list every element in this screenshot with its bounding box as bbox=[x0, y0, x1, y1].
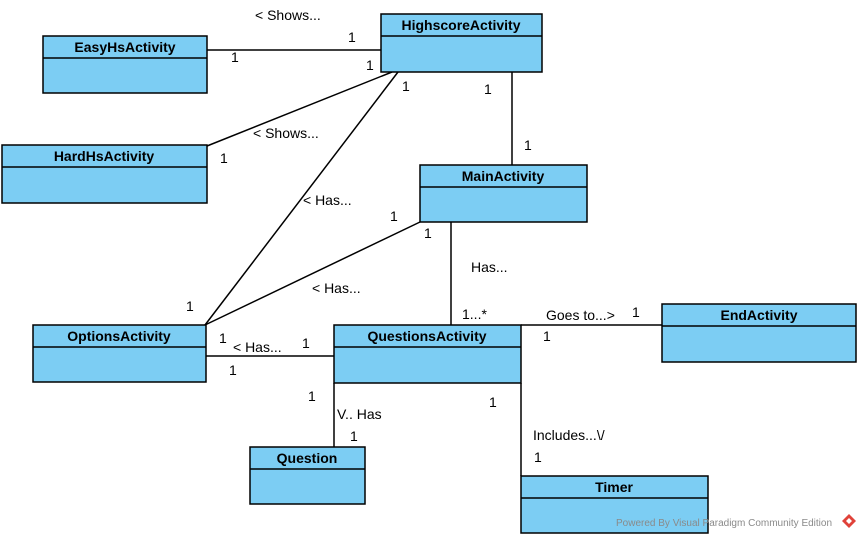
multiplicity: 1 bbox=[308, 388, 316, 404]
multiplicity: 1 bbox=[632, 304, 640, 320]
class-name: MainActivity bbox=[462, 168, 545, 184]
class-name: EasyHsActivity bbox=[74, 39, 175, 55]
multiplicity: 1 bbox=[302, 335, 310, 351]
assoc-options-highscore[interactable] bbox=[204, 71, 399, 326]
multiplicity: 1 bbox=[484, 81, 492, 97]
multiplicity: 1 bbox=[524, 137, 532, 153]
class-name: Timer bbox=[595, 479, 633, 495]
multiplicity: 1 bbox=[350, 428, 358, 444]
class-end-activity[interactable]: EndActivity bbox=[661, 303, 857, 363]
class-main-activity[interactable]: MainActivity bbox=[419, 164, 588, 223]
class-questions-activity[interactable]: QuestionsActivity bbox=[333, 324, 522, 384]
association-lines bbox=[204, 49, 662, 476]
label-shows-hard: < Shows... bbox=[253, 125, 319, 141]
multiplicity: 1 bbox=[534, 449, 542, 465]
label-goes-to: Goes to...> bbox=[546, 307, 615, 323]
class-question[interactable]: Question bbox=[249, 446, 366, 505]
label-has-options-questions: < Has... bbox=[233, 339, 282, 355]
multiplicity: 1 bbox=[220, 150, 228, 166]
class-timer[interactable]: Timer bbox=[520, 475, 709, 534]
class-name: Question bbox=[277, 450, 338, 466]
visual-paradigm-logo-icon bbox=[842, 514, 856, 528]
multiplicity: 1 bbox=[229, 362, 237, 378]
label-includes: Includes...\/ bbox=[533, 427, 605, 443]
class-name: QuestionsActivity bbox=[367, 328, 486, 344]
multiplicity: 1...* bbox=[462, 306, 487, 322]
label-has-question: V.. Has bbox=[337, 406, 382, 422]
label-has-main-questions: Has... bbox=[471, 259, 508, 275]
multiplicity: 1 bbox=[219, 330, 227, 346]
assoc-options-main[interactable] bbox=[204, 221, 421, 326]
class-easyhs-activity[interactable]: EasyHsActivity bbox=[42, 35, 208, 94]
multiplicity: 1 bbox=[424, 225, 432, 241]
class-highscore-activity[interactable]: HighscoreActivity bbox=[380, 13, 543, 73]
multiplicity: 1 bbox=[231, 49, 239, 65]
label-has-options-highscore: < Has... bbox=[303, 192, 352, 208]
label-has-options-main: < Has... bbox=[312, 280, 361, 296]
multiplicity: 1 bbox=[402, 78, 410, 94]
multiplicity: 1 bbox=[366, 57, 374, 73]
assoc-hardhs-highscore[interactable] bbox=[206, 71, 393, 147]
label-shows-easy: < Shows... bbox=[255, 7, 321, 23]
multiplicity: 1 bbox=[543, 328, 551, 344]
class-hardhs-activity[interactable]: HardHsActivity bbox=[1, 144, 208, 204]
class-name: HighscoreActivity bbox=[401, 17, 520, 33]
multiplicity: 1 bbox=[390, 208, 398, 224]
multiplicity: 1 bbox=[348, 29, 356, 45]
class-name: OptionsActivity bbox=[67, 328, 171, 344]
class-name: EndActivity bbox=[720, 307, 797, 323]
multiplicity: 1 bbox=[186, 298, 194, 314]
class-name: HardHsActivity bbox=[54, 148, 155, 164]
class-options-activity[interactable]: OptionsActivity bbox=[32, 324, 207, 383]
multiplicity: 1 bbox=[489, 394, 497, 410]
watermark-text: Powered By Visual Paradigm Community Edi… bbox=[616, 518, 832, 529]
